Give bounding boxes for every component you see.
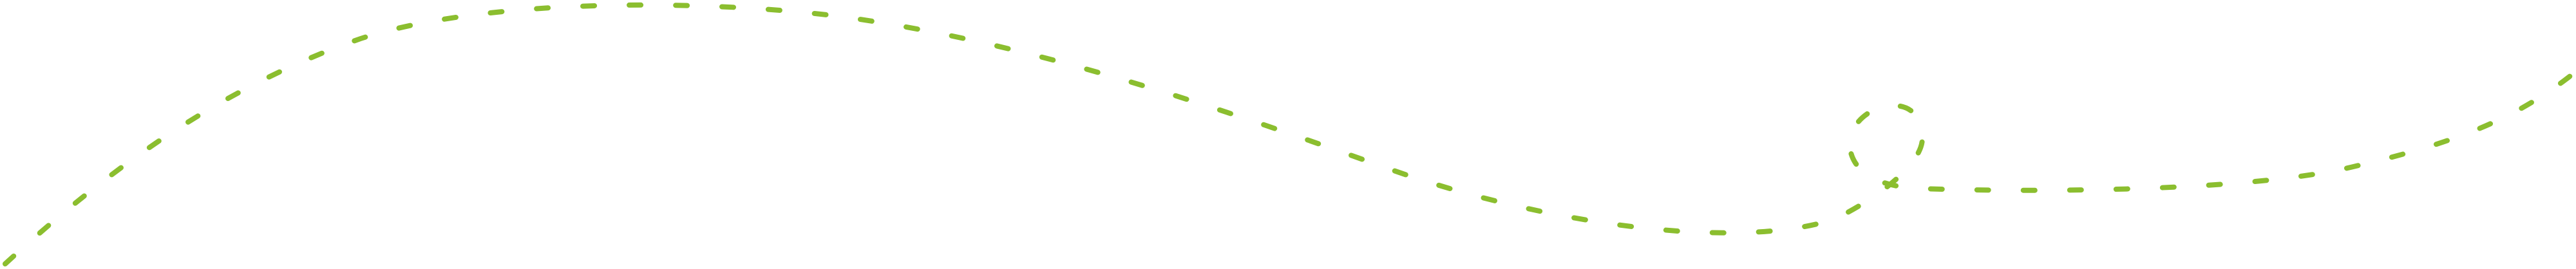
dashed-curved-line	[3, 2, 2575, 266]
